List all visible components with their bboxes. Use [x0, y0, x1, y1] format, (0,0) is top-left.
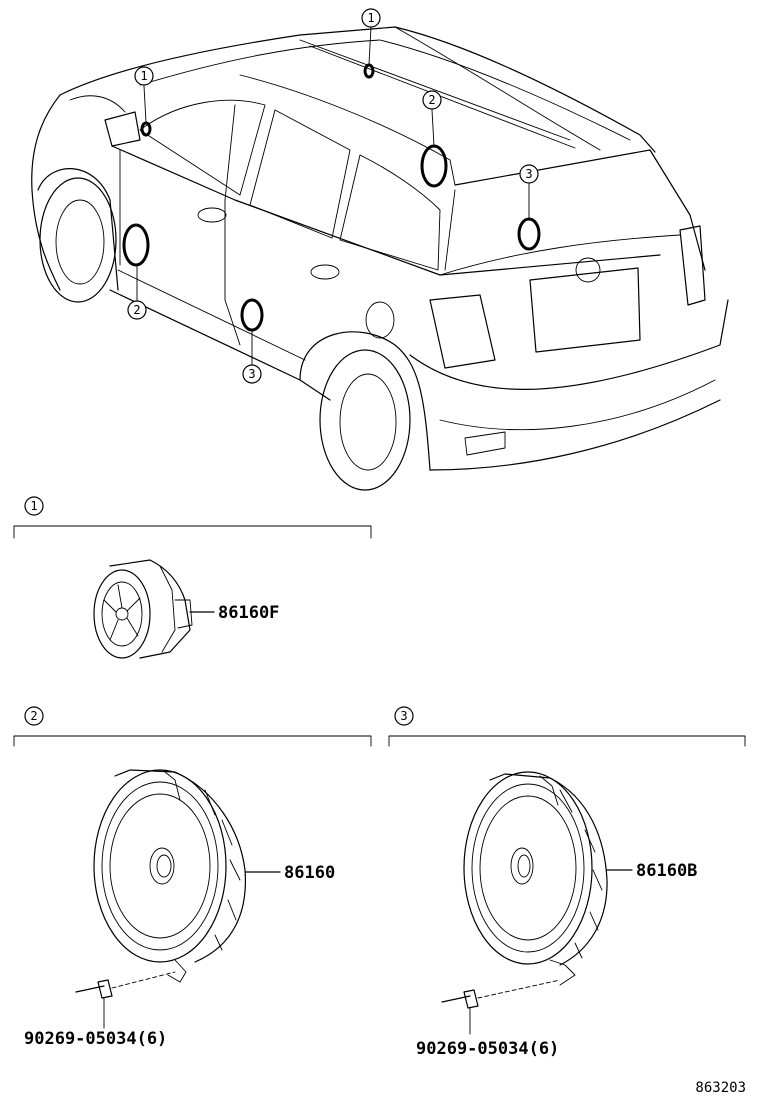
- svg-text:1: 1: [30, 499, 37, 513]
- screw-part-number-right: 90269-05034(6): [416, 1039, 559, 1059]
- svg-text:3: 3: [400, 709, 407, 723]
- front-door-speaker-drawing: [75, 769, 281, 1029]
- svg-text:2: 2: [30, 709, 37, 723]
- callout-label: 3: [248, 367, 255, 381]
- callout-label: 3: [525, 167, 532, 181]
- callout-label: 1: [140, 69, 147, 83]
- part-number-86160: 86160: [284, 863, 335, 883]
- car-callout-1b: 1: [134, 66, 154, 86]
- section-2-header: 2: [13, 706, 372, 747]
- part-number-86160B: 86160B: [636, 861, 697, 881]
- speaker-location-markers: [122, 26, 541, 365]
- car-callout-3b: 3: [242, 364, 262, 384]
- rear-door-speaker-drawing: [441, 771, 633, 1035]
- vehicle-illustration: [31, 26, 729, 491]
- section-3-header: 3: [388, 706, 746, 747]
- car-callout-1a: 1: [361, 8, 381, 28]
- part-number-86160F: 86160F: [218, 603, 279, 623]
- callout-label: 1: [367, 11, 374, 25]
- car-callout-3a: 3: [519, 164, 539, 184]
- illustration-code: 863203: [695, 1080, 746, 1096]
- car-callout-2b: 2: [127, 300, 147, 320]
- callout-label: 2: [428, 93, 435, 107]
- screw-part-number-left: 90269-05034(6): [24, 1029, 167, 1049]
- callout-label: 2: [133, 303, 140, 317]
- section-1-header: 1: [13, 496, 372, 539]
- tweeter-speaker-drawing: [93, 559, 215, 659]
- car-callout-2a: 2: [422, 90, 442, 110]
